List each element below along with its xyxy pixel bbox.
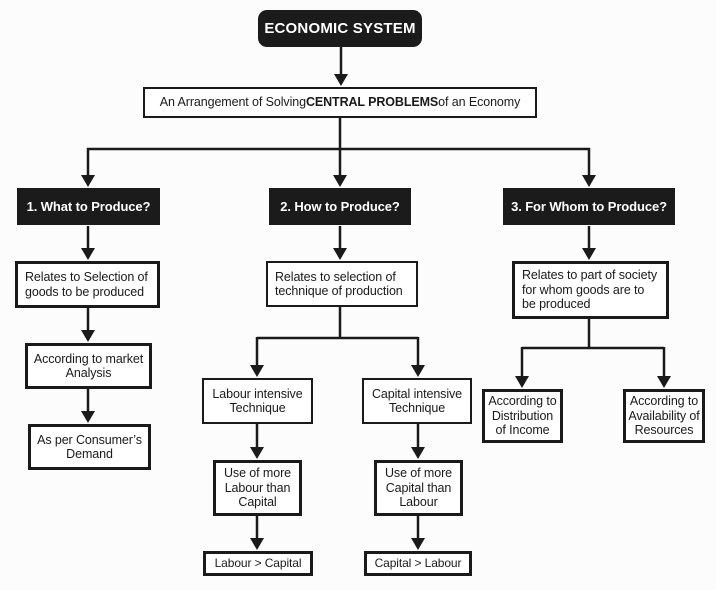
labour-intensive-node: Labour intensive Technique bbox=[202, 378, 313, 424]
node-text-line: goods to be produced bbox=[25, 284, 144, 299]
node-text-line: Use of more bbox=[385, 466, 452, 481]
node-text-line: Labour intensive bbox=[212, 386, 303, 401]
node-text-line: be produced bbox=[522, 297, 591, 312]
node-text-line: Analysis bbox=[65, 366, 112, 380]
subtitle-bold: CENTRAL PROBLEMS bbox=[305, 95, 439, 110]
node-text-line: of Income bbox=[495, 423, 550, 438]
node-text-line: Relates to part of society bbox=[522, 268, 657, 283]
node-text-line: Labour > Capital bbox=[214, 555, 302, 570]
node-text-line: According to bbox=[488, 394, 557, 409]
part-of-society-node: Relates to part of society for whom good… bbox=[512, 261, 669, 319]
node-text-line: Labour than bbox=[224, 480, 291, 495]
node-text-line: Relates to Selection of bbox=[25, 270, 148, 284]
node-text-line: technique of production bbox=[275, 284, 403, 298]
more-labour-than-capital-node: Use of more Labour than Capital bbox=[213, 460, 302, 516]
node-text-line: Relates to selection of bbox=[275, 269, 396, 284]
distribution-of-income-node: According to Distribution of Income bbox=[482, 389, 563, 443]
node-text-line: According to market bbox=[33, 351, 144, 366]
availability-of-resources-node: According to Availability of Resources bbox=[623, 389, 705, 443]
node-text-line: Labour bbox=[399, 495, 438, 510]
node-text-line: Distribution bbox=[491, 408, 554, 423]
economic-system-label: ECONOMIC SYSTEM bbox=[264, 19, 416, 37]
more-capital-than-labour-node: Use of more Capital than Labour bbox=[374, 460, 463, 516]
node-text-line: Use of more bbox=[224, 466, 291, 481]
what-to-produce-header: 1. What to Produce? bbox=[17, 188, 160, 225]
node-text-line: Capital > Labour bbox=[374, 555, 462, 570]
capital-gt-labour-node: Capital > Labour bbox=[364, 551, 472, 576]
for-whom-to-produce-header: 3. For Whom to Produce? bbox=[503, 188, 675, 225]
technique-of-production-node: Relates to selection of technique of pro… bbox=[266, 261, 418, 307]
capital-intensive-node: Capital intensive Technique bbox=[362, 378, 472, 424]
node-text-line: Availability of bbox=[628, 408, 700, 423]
market-analysis-node: According to market Analysis bbox=[25, 343, 152, 389]
how-to-produce-header: 2. How to Produce? bbox=[269, 188, 411, 225]
how-to-produce-label: 2. How to Produce? bbox=[280, 198, 400, 214]
node-text-line: Capital than bbox=[385, 480, 452, 495]
consumers-demand-node: As per Consumer’s Demand bbox=[28, 424, 151, 470]
arrowheads bbox=[81, 74, 671, 550]
node-text-line: Technique bbox=[229, 401, 286, 415]
node-text-line: Capital intensive bbox=[371, 386, 463, 401]
labour-gt-capital-node: Labour > Capital bbox=[203, 551, 313, 576]
node-text-line: for whom goods are to bbox=[522, 282, 645, 297]
node-text-line: Demand bbox=[66, 447, 113, 461]
subtitle-suffix: of an Economy bbox=[438, 95, 521, 110]
node-text-line: Resources bbox=[634, 423, 694, 438]
node-text-line: Technique bbox=[388, 401, 446, 415]
subtitle-prefix: An Arrangement of Solving bbox=[159, 95, 306, 110]
node-text-line: According to bbox=[629, 394, 699, 409]
what-to-produce-label: 1. What to Produce? bbox=[26, 198, 151, 214]
selection-of-goods-node: Relates to Selection of goods to be prod… bbox=[15, 261, 160, 308]
node-text-line: Capital bbox=[238, 495, 277, 510]
central-problems-node: An Arrangement of Solving CENTRAL PROBLE… bbox=[143, 87, 537, 118]
for-whom-to-produce-label: 3. For Whom to Produce? bbox=[511, 198, 667, 214]
economic-system-node: ECONOMIC SYSTEM bbox=[258, 10, 422, 47]
node-text-line: As per Consumer’s bbox=[37, 432, 142, 447]
